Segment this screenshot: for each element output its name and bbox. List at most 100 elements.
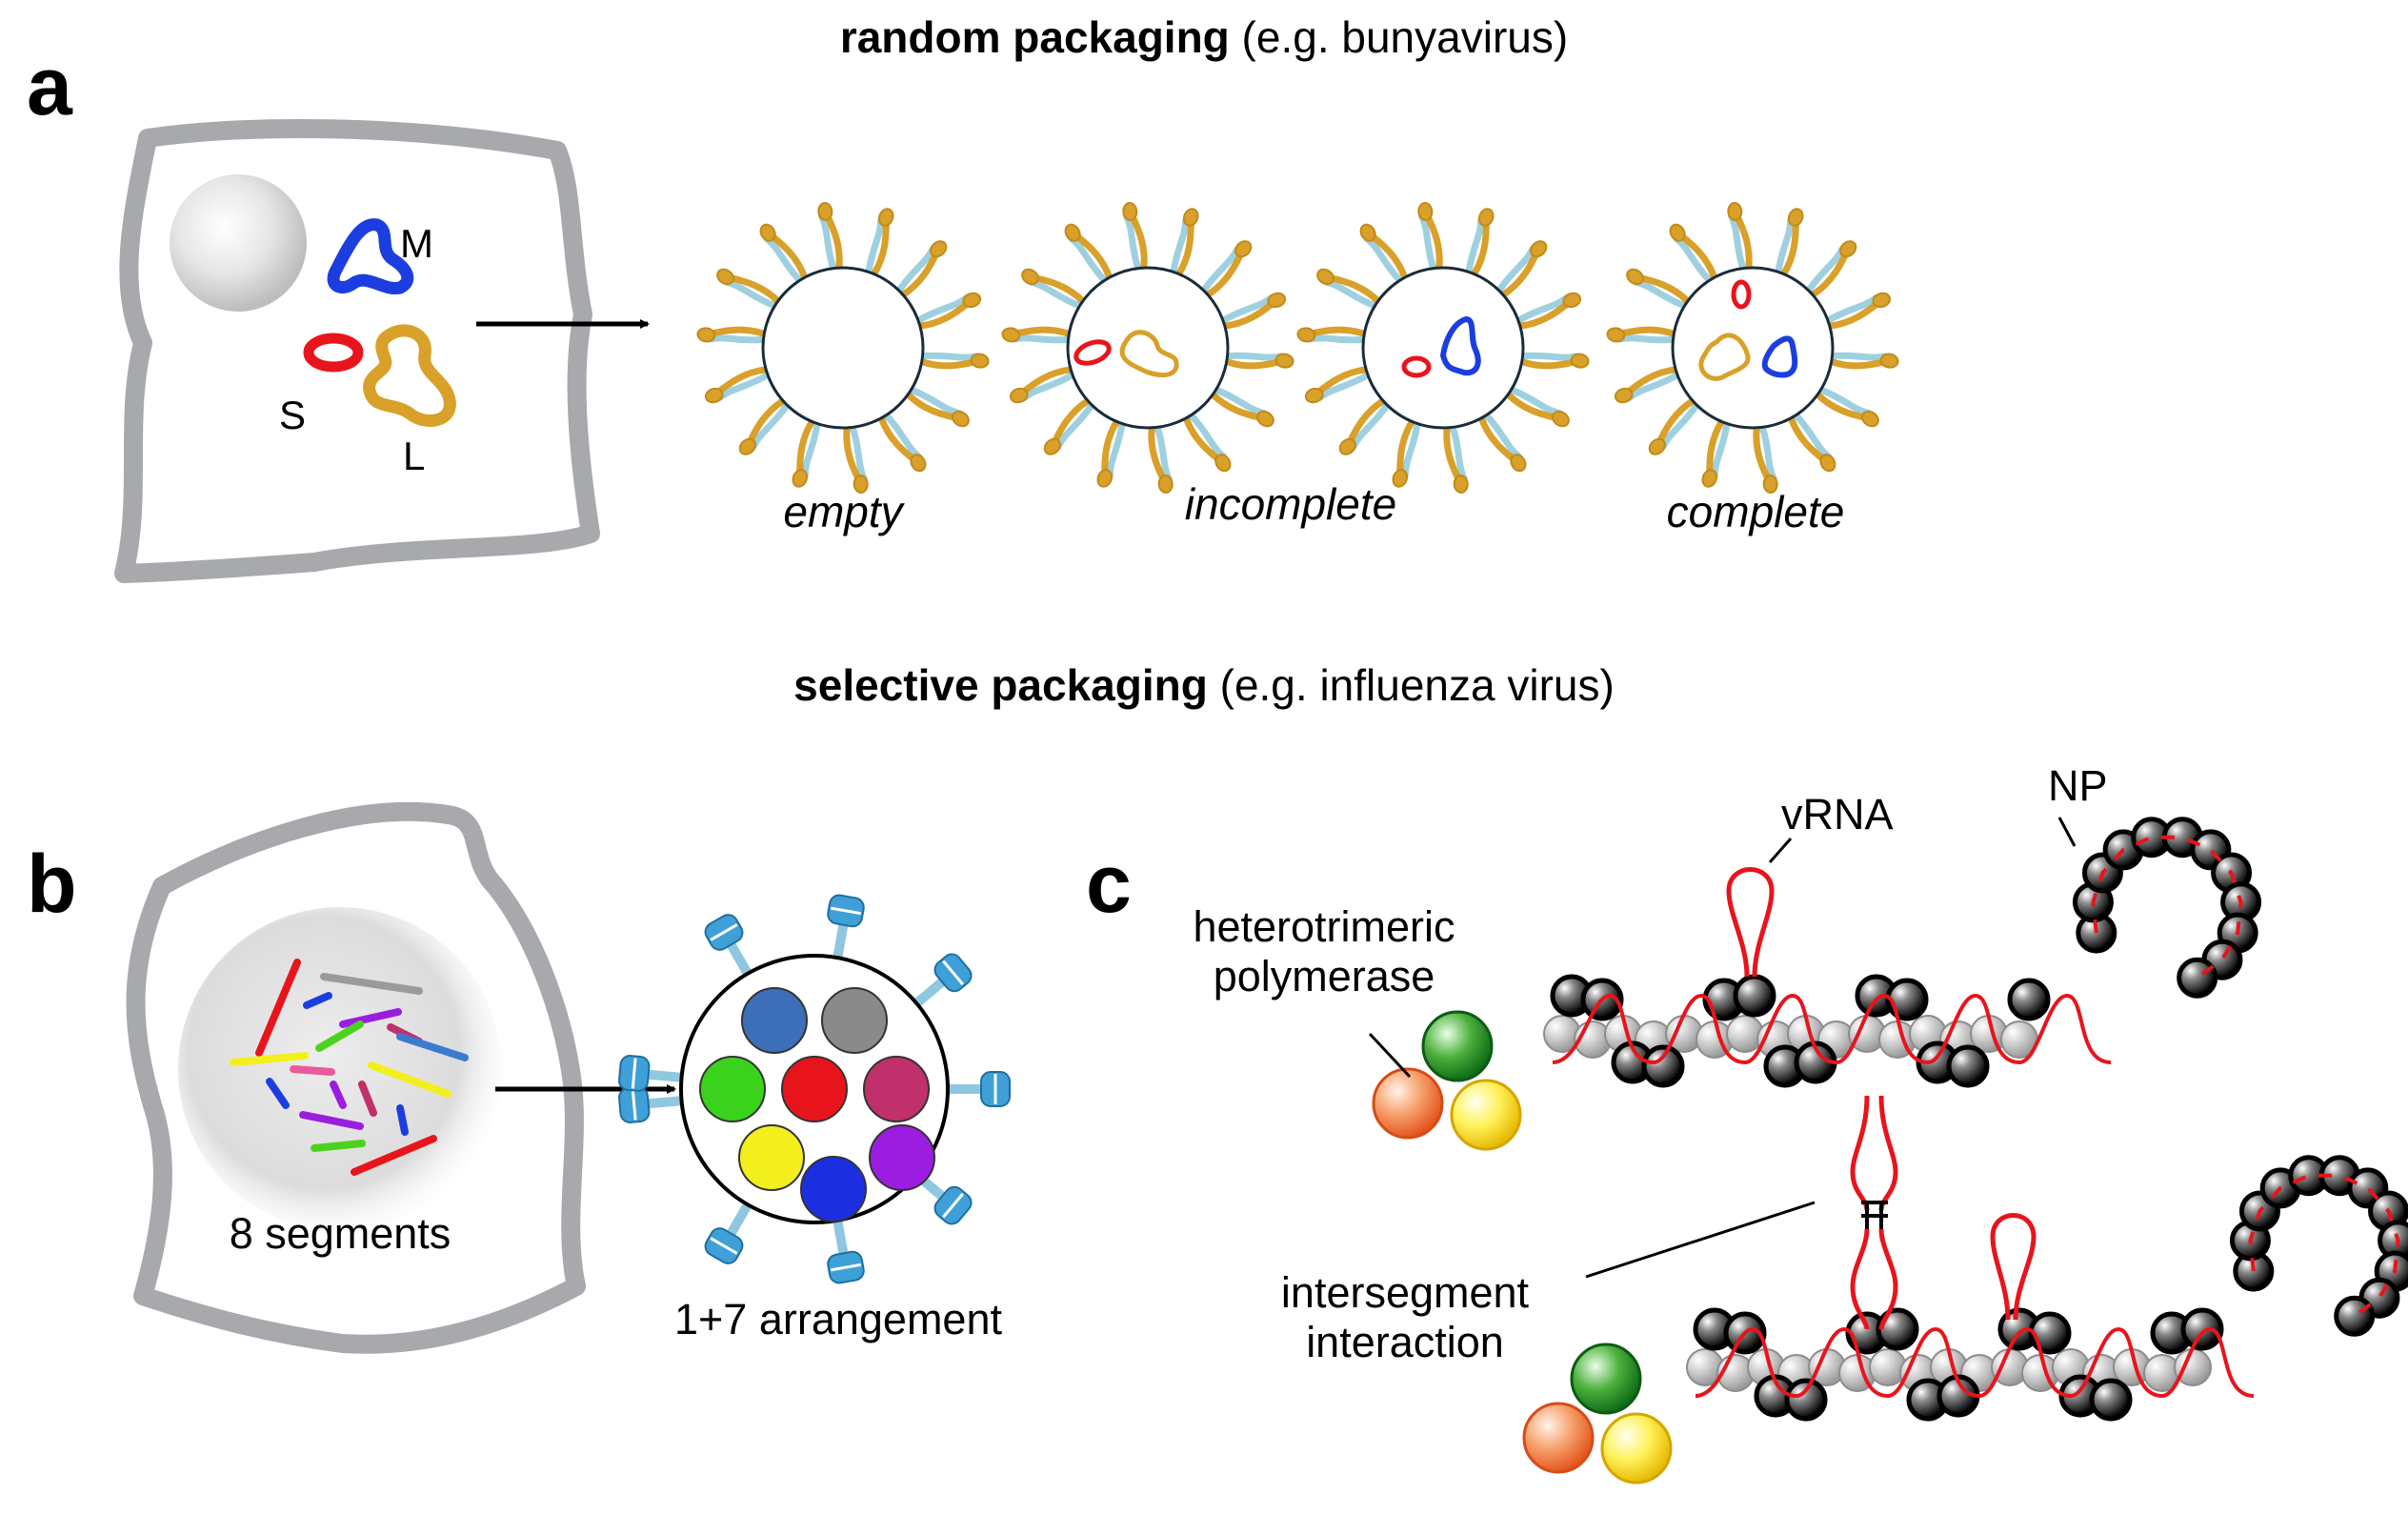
ha-spike [827, 1220, 865, 1284]
glycoprotein-spike [1787, 412, 1836, 473]
ha-spike [704, 1202, 752, 1264]
panel-b-heading: selective packaging (e.g. influenza viru… [793, 660, 1615, 710]
nucleus-a [170, 174, 307, 312]
leader-np [2057, 817, 2077, 847]
virion-incomplete-1 [1001, 202, 1294, 494]
polymerase-bottom [1522, 1343, 1673, 1485]
ha-spike [618, 1086, 682, 1123]
glycoprotein-spike [914, 292, 982, 330]
packed-segment [738, 1124, 805, 1191]
glycoprotein-spike [1064, 223, 1114, 284]
glycoprotein-spike [1504, 386, 1570, 428]
segment-m-label: M [400, 221, 433, 266]
segment-stick [330, 1081, 347, 1109]
glycoprotein-spike [865, 208, 894, 278]
ha-spike [827, 894, 865, 959]
packed-segment [869, 1124, 935, 1191]
caption-empty: empty [783, 487, 905, 536]
glycoprotein-spike [704, 366, 772, 404]
glycoprotein-spike [1316, 268, 1382, 310]
glycoprotein-spike [1417, 202, 1443, 273]
caption-complete: complete [1667, 487, 1845, 536]
glycoprotein-spike [1122, 202, 1148, 273]
nucleus-b [178, 907, 502, 1231]
vrna-loop-top [1726, 867, 1775, 978]
vrna-stem-interaction-upper [1850, 1095, 1898, 1211]
ha-spike [948, 1071, 1011, 1107]
glycoprotein-spike [1096, 417, 1126, 488]
glycoprotein-spike [1009, 366, 1076, 404]
glycoprotein-spike [817, 202, 843, 273]
virion-complete-contents [1698, 279, 1798, 381]
glycoprotein-spike [1465, 208, 1495, 278]
glycoprotein-spike [1606, 326, 1677, 344]
glycoprotein-spike [1182, 412, 1232, 473]
vrna-loop-bottom [1990, 1213, 2037, 1321]
segment-stick [311, 1140, 366, 1152]
glycoprotein-spike [1477, 412, 1527, 473]
glycoprotein-spike [716, 268, 782, 310]
glycoprotein-spike [1296, 326, 1368, 344]
glycoprotein-spike [1209, 386, 1274, 428]
glycoprotein-spike [1170, 208, 1199, 278]
eight-segments [230, 959, 469, 1176]
leader-intersegment [1585, 1201, 1816, 1279]
glycoprotein-spike [1304, 366, 1372, 404]
packed-segment [800, 1156, 867, 1222]
rnp-segment-top [1543, 817, 2262, 1088]
glycoprotein-spike [1824, 292, 1892, 330]
glycoprotein-spike [1727, 202, 1753, 273]
virion-incomplete-2 [1296, 202, 1590, 494]
glycoprotein-spike [1669, 223, 1718, 284]
rnp-segment-bottom [1686, 1155, 2408, 1422]
label-np: NP [2048, 761, 2108, 810]
ha-spike [618, 1055, 682, 1092]
panel-letter-b: b [27, 838, 77, 930]
glycoprotein-spike [1518, 352, 1590, 370]
segment-stick [320, 973, 423, 995]
virion-incomplete-1-contents [1074, 330, 1179, 377]
packed-segment [741, 987, 808, 1054]
glycoprotein-spike [1443, 423, 1469, 494]
cell-outline-a [114, 119, 600, 583]
glycoprotein-spike [1828, 352, 1899, 370]
label-vrna: vRNA [1781, 790, 1894, 838]
segment-s-label: S [279, 393, 306, 437]
glycoprotein-spike [895, 240, 948, 298]
packed-segment [821, 987, 888, 1054]
vrna-stem-interaction-lower [1850, 1228, 1898, 1330]
segment-stick [315, 1020, 364, 1052]
leader-polymerase [1368, 1032, 1412, 1079]
glycoprotein-spike [738, 397, 791, 455]
leader-vrna [1768, 838, 1793, 863]
glycoprotein-spike [1148, 423, 1174, 494]
glycoprotein-spike [1223, 352, 1294, 370]
glycoprotein-spike [1701, 417, 1731, 488]
glycoprotein-spike [904, 386, 970, 428]
glycoprotein-spike [1338, 397, 1391, 455]
segment-stick [230, 1052, 309, 1066]
glycoprotein-spike [1814, 386, 1879, 428]
polymerase-top [1372, 1010, 1522, 1151]
glycoprotein-spike [1753, 423, 1778, 494]
segment-stick [396, 1033, 469, 1061]
glycoprotein-spike [792, 417, 821, 488]
glycoprotein-spike [1805, 240, 1857, 298]
segment-stick [255, 959, 301, 1057]
segment-l-shape [363, 324, 456, 427]
packed-segment [699, 1056, 766, 1122]
virion-complete [1606, 202, 1899, 494]
segment-stick [303, 992, 332, 1009]
packed-segment [863, 1056, 930, 1122]
glycoprotein-spike [843, 423, 869, 494]
segment-l-label: L [403, 434, 425, 478]
glycoprotein-spike [1775, 208, 1804, 278]
glycoprotein-spike [877, 412, 927, 473]
packed-segment [781, 1056, 848, 1122]
segment-stick [351, 1135, 437, 1176]
segment-m-shape [327, 218, 414, 294]
arrangement-label: 1+7 arrangement [674, 1295, 1002, 1343]
